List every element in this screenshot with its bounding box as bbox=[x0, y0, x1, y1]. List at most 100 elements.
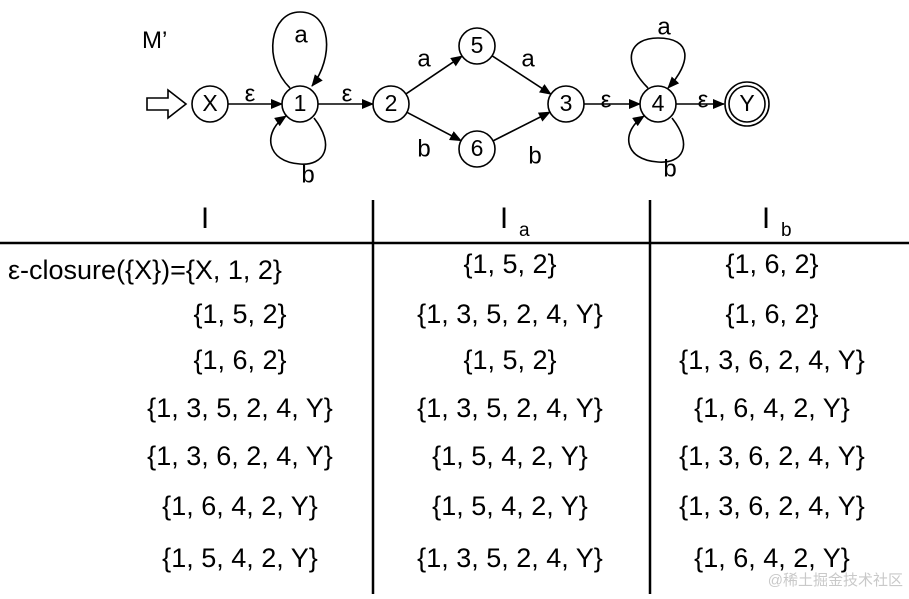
table-cell: {1, 5, 4, 2, Y} bbox=[162, 543, 318, 573]
state-2: 2 bbox=[372, 85, 410, 123]
transition-3-4-epsilon: ε bbox=[584, 86, 641, 113]
table-cell: {1, 6, 2} bbox=[725, 299, 818, 329]
edge-line bbox=[406, 111, 462, 142]
state-3: 3 bbox=[547, 85, 585, 123]
table-row: {1, 3, 5, 2, 4, Y} {1, 3, 5, 2, 4, Y} {1, … bbox=[147, 393, 850, 423]
self-loop-edge bbox=[269, 115, 327, 165]
table-cell: {1, 3, 5, 2, 4, Y} bbox=[147, 393, 333, 423]
table-row: ε-closure({X})={X, 1, 2} {1, 5, 2} {1, 6, … bbox=[8, 249, 819, 285]
state-5: 5 bbox=[458, 27, 496, 65]
table-cell: {1, 6, 2} bbox=[725, 249, 818, 279]
table-cell: {1, 6, 4, 2, Y} bbox=[694, 393, 850, 423]
state-X: X bbox=[191, 85, 229, 123]
transition-label: ε bbox=[601, 86, 612, 113]
state-label: X bbox=[202, 90, 217, 116]
transition-label: a bbox=[657, 13, 671, 40]
transition-label: ε bbox=[245, 80, 256, 107]
header-label: I bbox=[201, 202, 209, 235]
state-circle bbox=[728, 85, 766, 123]
table-cell: {1, 6, 2} bbox=[193, 345, 286, 375]
table-cell: {1, 5, 4, 2, Y} bbox=[432, 491, 588, 521]
state-circle bbox=[639, 85, 677, 123]
transition-4-4-b: b bbox=[627, 115, 685, 182]
state-circle bbox=[547, 85, 585, 123]
transition-2-5-a: a bbox=[405, 45, 463, 95]
self-loop-edge bbox=[627, 115, 685, 163]
self-loop-edge bbox=[272, 11, 328, 89]
transition-1-1-a: a bbox=[272, 11, 328, 89]
edge-line bbox=[491, 55, 552, 95]
states: X 1 2 5 6 3 4 Y bbox=[191, 27, 770, 168]
state-circle bbox=[458, 27, 496, 65]
table-cell: ε-closure({X})={X, 1, 2} bbox=[8, 255, 282, 285]
transition-label: ε bbox=[698, 86, 709, 113]
table-cell: {1, 3, 5, 2, 4, Y} bbox=[417, 393, 603, 423]
edge-line bbox=[492, 111, 551, 142]
table-cell: {1, 6, 4, 2, Y} bbox=[694, 543, 850, 573]
table-row: {1, 3, 6, 2, 4, Y} {1, 5, 4, 2, Y} {1, 3, … bbox=[147, 441, 865, 471]
transition-label: b bbox=[417, 135, 430, 162]
transition-5-3-a: a bbox=[491, 45, 552, 95]
table-cell: {1, 5, 2} bbox=[193, 299, 286, 329]
transition-4-4-a: a bbox=[630, 13, 686, 89]
state-circle bbox=[372, 85, 410, 123]
state-4: 4 bbox=[639, 85, 677, 123]
transition-label: a bbox=[294, 21, 308, 48]
table-cell: {1, 5, 4, 2, Y} bbox=[432, 441, 588, 471]
automaton-name: M’ bbox=[142, 27, 167, 54]
state-6: 6 bbox=[458, 130, 496, 168]
transition-2-6-b: b bbox=[406, 111, 462, 162]
table-cell: {1, 5, 2} bbox=[463, 249, 556, 279]
header-subscript: b bbox=[781, 220, 792, 241]
state-label: 3 bbox=[560, 90, 573, 116]
table-cell: {1, 3, 5, 2, 4, Y} bbox=[417, 299, 603, 329]
state-1: 1 bbox=[281, 85, 319, 123]
table-cell: {1, 3, 6, 2, 4, Y} bbox=[679, 491, 865, 521]
header-label: I bbox=[500, 202, 508, 235]
transition-label: b bbox=[301, 161, 314, 188]
state-label: 6 bbox=[471, 135, 484, 161]
transition-X-1-epsilon: ε bbox=[228, 80, 283, 109]
table-cell: {1, 3, 5, 2, 4, Y} bbox=[417, 543, 603, 573]
transition-label: b bbox=[528, 142, 541, 169]
edge-line bbox=[405, 55, 463, 95]
state-label: 4 bbox=[652, 90, 665, 116]
self-loop-edge bbox=[630, 37, 686, 89]
state-circle bbox=[458, 130, 496, 168]
table-cell: {1, 3, 6, 2, 4, Y} bbox=[147, 441, 333, 471]
transition-label: b bbox=[663, 155, 676, 182]
table-row: {1, 5, 4, 2, Y} {1, 3, 5, 2, 4, Y} {1, 6, … bbox=[162, 543, 850, 573]
transitions: ε a b ε a b a b ε a b ε bbox=[228, 11, 725, 188]
table-cell: {1, 3, 6, 2, 4, Y} bbox=[679, 441, 865, 471]
table-cell: {1, 6, 4, 2, Y} bbox=[162, 491, 318, 521]
transition-4-Y-epsilon: ε bbox=[676, 86, 725, 113]
transition-6-3-b: b bbox=[492, 111, 551, 169]
transition-label: a bbox=[417, 45, 431, 72]
watermark: @稀土掘金技术社区 bbox=[768, 572, 903, 589]
state-label: 2 bbox=[385, 90, 398, 116]
state-label: 5 bbox=[471, 32, 484, 58]
state-label: Y bbox=[739, 90, 754, 116]
state-Y: Y bbox=[724, 81, 770, 127]
header-label: I bbox=[762, 202, 770, 235]
state-circle bbox=[281, 85, 319, 123]
state-label: 1 bbox=[294, 90, 307, 116]
table-cell: {1, 3, 6, 2, 4, Y} bbox=[679, 345, 865, 375]
table-row: {1, 5, 2} {1, 3, 5, 2, 4, Y} {1, 6, 2} bbox=[193, 299, 818, 329]
transition-label: a bbox=[521, 45, 535, 72]
transition-label: ε bbox=[342, 80, 353, 107]
transition-1-2-epsilon: ε bbox=[318, 80, 374, 109]
state-circle bbox=[191, 85, 229, 123]
start-arrow bbox=[146, 88, 188, 120]
header-subscript: a bbox=[519, 220, 530, 241]
table-header-0: I bbox=[201, 202, 209, 235]
table-cell: {1, 5, 2} bbox=[463, 345, 556, 375]
table-row: {1, 6, 2} {1, 5, 2} {1, 3, 6, 2, 4, Y} bbox=[193, 345, 864, 375]
table-row: {1, 6, 4, 2, Y} {1, 5, 4, 2, Y} {1, 3, 6, … bbox=[162, 491, 865, 521]
transition-1-1-b: b bbox=[269, 115, 327, 188]
